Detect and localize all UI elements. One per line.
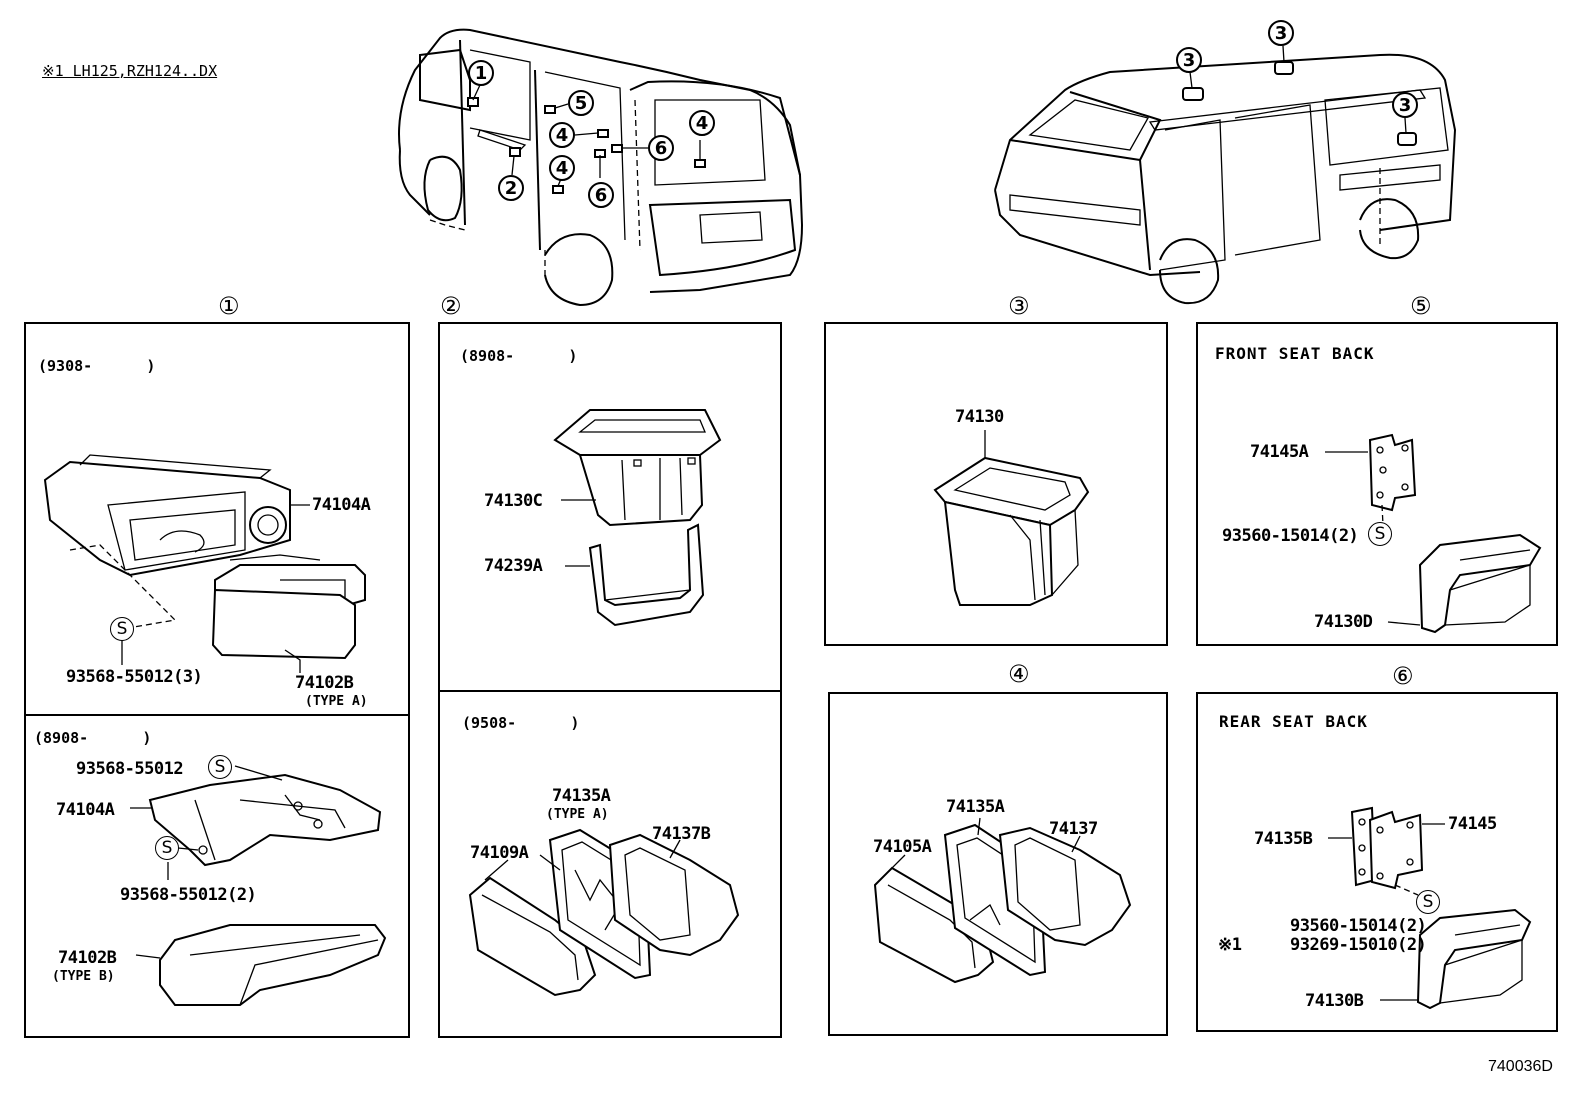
part-74102B: 74102B bbox=[295, 673, 354, 693]
part-74137B: 74137B bbox=[652, 824, 711, 844]
part-93568-55012-3: 93568-55012(3) bbox=[66, 667, 203, 687]
screw-mark: S bbox=[155, 836, 179, 860]
part-74145: 74145 bbox=[1448, 814, 1497, 834]
part-74135A: 74135A bbox=[552, 786, 611, 806]
part-74145A: 74145A bbox=[1250, 442, 1309, 462]
panel-6 bbox=[1196, 692, 1558, 1032]
front-seat-back-heading: FRONT SEAT BACK bbox=[1215, 344, 1375, 363]
callout-3: 3 bbox=[1392, 92, 1418, 118]
van-interior-drawing bbox=[398, 28, 804, 307]
drawing-code: 740036D bbox=[1488, 1058, 1553, 1075]
model-note: ※1 LH125,RZH124..DX bbox=[42, 62, 218, 80]
section-marker-1: ① bbox=[218, 292, 240, 320]
screw-mark: S bbox=[208, 755, 232, 779]
callout-4: 4 bbox=[549, 122, 575, 148]
part-93269-15010-2: 93269-15010(2) bbox=[1290, 935, 1427, 955]
part-74130: 74130 bbox=[955, 407, 1004, 427]
type-b-label: (TYPE B) bbox=[52, 969, 115, 984]
screw-mark: S bbox=[1368, 522, 1392, 546]
part-74130C: 74130C bbox=[484, 491, 543, 511]
section-marker-2: ② bbox=[440, 292, 462, 320]
part-74104A: 74104A bbox=[312, 495, 371, 515]
part-74130D: 74130D bbox=[1314, 612, 1373, 632]
panel-1-divider bbox=[24, 714, 410, 716]
callout-4: 4 bbox=[549, 155, 575, 181]
part-74104A-b: 74104A bbox=[56, 800, 115, 820]
type-a-label-2: (TYPE A) bbox=[546, 807, 609, 822]
part-74137: 74137 bbox=[1049, 819, 1098, 839]
callout-2: 2 bbox=[498, 175, 524, 201]
type-a-label: (TYPE A) bbox=[305, 694, 368, 709]
section-marker-5: ⑤ bbox=[1410, 292, 1432, 320]
section-marker-6: ⑥ bbox=[1392, 662, 1414, 690]
part-93560-15014-2-b: 93560-15014(2) bbox=[1290, 916, 1427, 936]
part-74239A: 74239A bbox=[484, 556, 543, 576]
panel2-date-top: (8908- ) bbox=[460, 347, 578, 365]
screw-mark: S bbox=[1416, 890, 1440, 914]
part-93568-55012-2: 93568-55012(2) bbox=[120, 885, 257, 905]
section-marker-3: ③ bbox=[1008, 292, 1030, 320]
part-93560-15014-2: 93560-15014(2) bbox=[1222, 526, 1359, 546]
panel2-date-bottom: (9508- ) bbox=[462, 714, 580, 732]
part-74135B: 74135B bbox=[1254, 829, 1313, 849]
callout-6: 6 bbox=[648, 135, 674, 161]
screw-mark: S bbox=[110, 617, 134, 641]
note-mark-1: ※1 bbox=[1218, 935, 1242, 955]
part-74135A-b: 74135A bbox=[946, 797, 1005, 817]
part-74130B: 74130B bbox=[1305, 991, 1364, 1011]
part-74102B-b: 74102B bbox=[58, 948, 117, 968]
panel1-date-bottom: (8908- ) bbox=[34, 729, 152, 747]
panel-2-divider bbox=[438, 690, 782, 692]
panel-1 bbox=[24, 322, 410, 1038]
callout-6: 6 bbox=[588, 182, 614, 208]
part-74109A: 74109A bbox=[470, 843, 529, 863]
section-marker-4: ④ bbox=[1008, 660, 1030, 688]
callout-5: 5 bbox=[568, 90, 594, 116]
panel1-date-top: (9308- ) bbox=[38, 357, 156, 375]
part-74105A: 74105A bbox=[873, 837, 932, 857]
callout-1: 1 bbox=[468, 60, 494, 86]
part-93568-55012: 93568-55012 bbox=[76, 759, 184, 779]
rear-seat-back-heading: REAR SEAT BACK bbox=[1219, 712, 1368, 731]
callout-4: 4 bbox=[689, 110, 715, 136]
callout-3: 3 bbox=[1268, 20, 1294, 46]
callout-3: 3 bbox=[1176, 47, 1202, 73]
